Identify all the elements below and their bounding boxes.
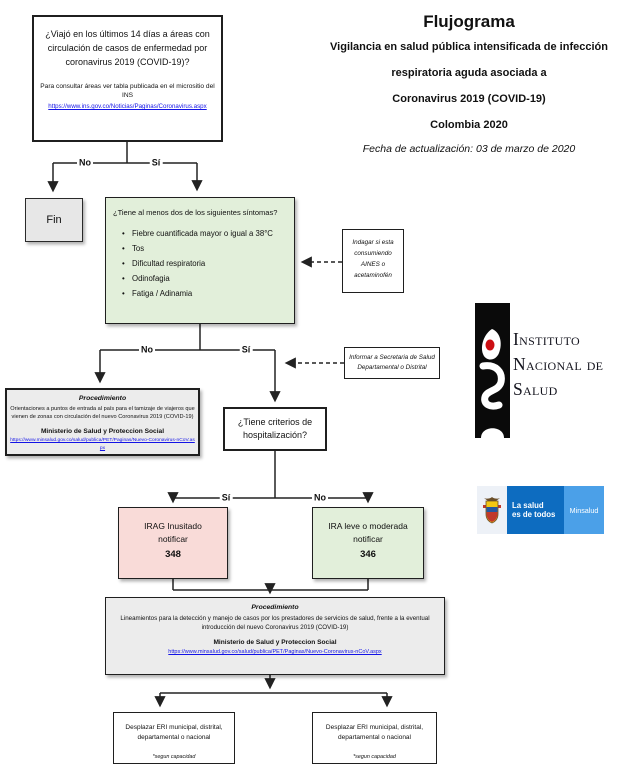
minsalud-tagline: La salud es de todos: [507, 486, 564, 534]
ins-logo: Instituto Nacional de Salud: [475, 303, 625, 441]
branch3-si-label: Sí: [219, 492, 233, 504]
eri-capacity-note: *segun capacidad: [353, 754, 396, 760]
symptom-item: Odinofagia: [122, 274, 287, 284]
minsalud-brand-text: Minsalud: [569, 505, 599, 515]
symptom-item: Fatiga / Adinamia: [122, 289, 287, 299]
eri-capacity-note: *segun capacidad: [152, 754, 196, 760]
subtitle-line: respiratoria aguda asociada a: [391, 67, 547, 79]
minsalud-procedure-link[interactable]: https://www.minsalud.gov.co/salud/public…: [168, 649, 382, 655]
ira-code: 346: [360, 549, 376, 560]
irag-code: 348: [165, 549, 181, 560]
minsalud-procedure-link[interactable]: https://www.minsalud.gov.co/salud/public…: [10, 438, 195, 451]
irag-line: IRAG Inusitado: [144, 521, 202, 531]
ins-text-line: Instituto: [513, 329, 580, 349]
minsalud-brand: Minsalud: [564, 486, 604, 534]
start-note-text: Para consultar áreas ver tabla publicada…: [40, 83, 215, 99]
symptom-item: Dificultad respiratoria: [122, 259, 287, 269]
procedure-left-box: Procedimiento Orientaciones a puntos de …: [5, 388, 200, 456]
update-date: Fecha de actualización: 03 de marzo de 2…: [362, 143, 576, 155]
procedure-heading: Procedimiento: [251, 604, 299, 611]
colombia-coat-of-arms: [477, 486, 507, 534]
ministry-label: Ministerio de Salud y Proteccion Social: [40, 428, 165, 435]
branch2-si-label: Sí: [239, 344, 253, 356]
aines-note-box: Indagar si esta consumiendo AINES o acet…: [342, 229, 404, 293]
ins-text-line: Nacional de: [513, 354, 604, 374]
aines-note-line: consumiendo: [354, 250, 392, 257]
aines-note-line: acetaminofén: [354, 272, 392, 279]
eri-right-box: Desplazar ERI municipal, distrital, depa…: [312, 712, 437, 764]
ins-coronavirus-link[interactable]: https://www.ins.gov.co/Noticias/Paginas/…: [48, 103, 207, 110]
eri-line: departamental o nacional: [137, 733, 211, 741]
start-question-text: ¿Viajó en los últimos 14 días a áreas co…: [45, 29, 210, 67]
branch1-no-label: No: [77, 157, 93, 169]
subtitle-line: Vigilancia en salud pública intensificad…: [330, 41, 608, 53]
minsalud-tagline-line: es de todos: [512, 510, 556, 519]
eri-line: Desplazar ERI municipal, distrital,: [325, 724, 424, 731]
symptoms-list: Fiebre cuantificada mayor o igual a 38°C…: [113, 229, 287, 299]
subtitle-line: Coronavirus 2019 (COVID-19): [392, 93, 546, 105]
ministry-label: Ministerio de Salud y Proteccion Social: [213, 639, 337, 646]
eri-line: Desplazar ERI municipal, distrital,: [125, 724, 223, 731]
symptom-item: Tos: [122, 244, 287, 254]
aines-note-line: AINES o: [360, 261, 386, 268]
ins-logo-mark: [475, 303, 510, 438]
procedure-bottom-box: Procedimiento Lineamientos para la detec…: [105, 597, 445, 675]
symptoms-question: ¿Tiene al menos dos de los siguientes sí…: [113, 208, 278, 217]
minsalud-logo: La salud es de todos Minsalud: [477, 486, 604, 534]
informar-note-line: Departamental o Distrital: [357, 364, 427, 371]
informar-note-box: Informar a Secretaria de Salud Departame…: [344, 347, 440, 379]
procedure-body: Orientaciones a puntos de entrada al paí…: [10, 406, 195, 420]
eri-line: departamental o nacional: [338, 733, 411, 741]
ira-line: notificar: [353, 534, 383, 544]
irag-notify-box: IRAG Inusitado notificar 348: [118, 507, 228, 579]
start-question-box: ¿Viajó en los últimos 14 días a áreas co…: [32, 15, 223, 142]
branch1-si-label: Sí: [149, 157, 163, 169]
branch2-no-label: No: [139, 344, 155, 356]
title-block: Flujograma Vigilancia en salud pública i…: [318, 10, 620, 155]
hospital-question-line: hospitalización?: [242, 430, 308, 440]
aines-note-line: Indagar si esta: [352, 239, 394, 246]
procedure-body: Lineamientos para la detección y manejo …: [120, 615, 430, 631]
minsalud-tagline-line: La salud: [512, 500, 544, 510]
ira-notify-box: IRA leve o moderada notificar 346: [312, 507, 424, 579]
branch3-no-label: No: [312, 492, 328, 504]
irag-line: notificar: [158, 534, 188, 544]
hospital-question-line: ¿Tiene criterios de: [237, 417, 313, 427]
informar-note-line: Informar a Secretaria de Salud: [349, 354, 435, 361]
hospital-criteria-box: ¿Tiene criterios de hospitalización?: [223, 407, 327, 451]
ins-text-line: Salud: [513, 379, 558, 399]
subtitle-line: Colombia 2020: [430, 119, 508, 131]
ins-logo-text: Instituto Nacional de Salud: [513, 327, 603, 402]
fin-label: Fin: [46, 214, 62, 226]
ira-line: IRA leve o moderada: [328, 521, 408, 531]
eri-left-box: Desplazar ERI municipal, distrital, depa…: [113, 712, 235, 764]
procedure-heading: Procedimiento: [78, 395, 127, 402]
fin-box: Fin: [25, 198, 83, 242]
symptoms-box: ¿Tiene al menos dos de los siguientes sí…: [105, 197, 295, 324]
symptom-item: Fiebre cuantificada mayor o igual a 38°C: [122, 229, 287, 239]
page-title: Flujograma: [423, 12, 515, 31]
